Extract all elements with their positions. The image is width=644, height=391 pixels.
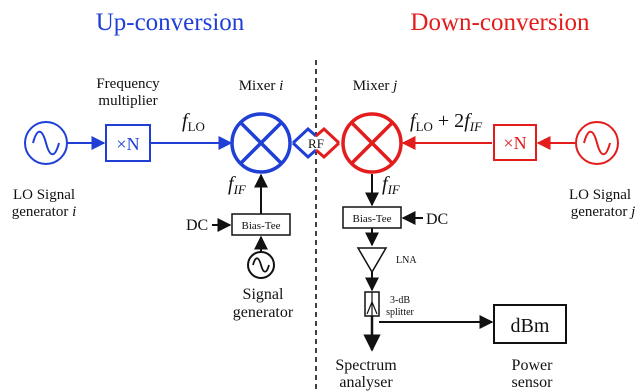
- bias-tee-left-label: Bias-Tee: [242, 220, 281, 232]
- f-if-label-right: fIF: [382, 173, 401, 197]
- splitter: [364, 291, 380, 317]
- lna-amplifier: [356, 247, 388, 274]
- f-lo-plus-2fif-label: fLO + 2fIF: [410, 110, 483, 134]
- spectrum-analyser-label-line2: analyser: [339, 374, 393, 391]
- power-meter-display: dBm: [511, 315, 550, 337]
- rf-label: RF: [308, 136, 324, 151]
- sine-wave-icon: [32, 130, 60, 156]
- mixer-i-label: Mixer i: [239, 78, 284, 94]
- power-sensor-label-line1: Power: [512, 357, 554, 374]
- lo-generator-i-label-line1: LO Signal: [13, 187, 75, 203]
- lo-generator-j-label-line2: generator j: [571, 204, 636, 220]
- mixer-j-label: Mixer j: [353, 78, 398, 94]
- lo-generator-j-label-line1: LO Signal: [569, 187, 631, 203]
- power-sensor-label-line2: sensor: [512, 374, 554, 391]
- bias-tee-left: [231, 213, 291, 236]
- dc-label-right: DC: [426, 211, 448, 228]
- lo-signal-generator-i: [24, 121, 68, 165]
- power-meter-box: [493, 304, 567, 344]
- mixer-i: [230, 112, 292, 174]
- f-if-label-left: fIF: [228, 173, 247, 197]
- sine-wave-icon: [583, 130, 611, 156]
- frequency-multiplier-box-right: [493, 124, 537, 161]
- splitter-label-line1: 3-dB: [390, 295, 410, 306]
- f-lo-label-left: fLO: [182, 110, 205, 134]
- multiplier-box-right-label: ×N: [503, 133, 526, 153]
- heading-up-conversion: Up-conversion: [96, 9, 245, 36]
- signal-generator: [247, 251, 275, 279]
- lna-label: LNA: [396, 255, 417, 266]
- signal-generator-label-line2: generator: [233, 304, 294, 321]
- multiplier-label-line2: multiplier: [98, 93, 157, 109]
- multiplier-box-left-label: ×N: [116, 134, 139, 154]
- frequency-multiplier-box-left: [105, 124, 151, 162]
- lo-generator-i-label-line2: generator i: [12, 204, 77, 220]
- multiplier-label-line1: Frequency: [96, 76, 160, 92]
- splitter-label-line2: splitter: [386, 307, 414, 318]
- signal-generator-label-line1: Signal: [243, 286, 284, 303]
- spectrum-analyser-label-line1: Spectrum: [335, 357, 397, 374]
- rf-coupler: [291, 126, 341, 160]
- lo-signal-generator-j: [575, 121, 619, 165]
- heading-down-conversion: Down-conversion: [410, 9, 590, 36]
- dc-label-left: DC: [186, 217, 208, 234]
- sine-wave-icon: [252, 257, 270, 273]
- mixer-j: [341, 112, 403, 174]
- bias-tee-right-label: Bias-Tee: [353, 213, 392, 225]
